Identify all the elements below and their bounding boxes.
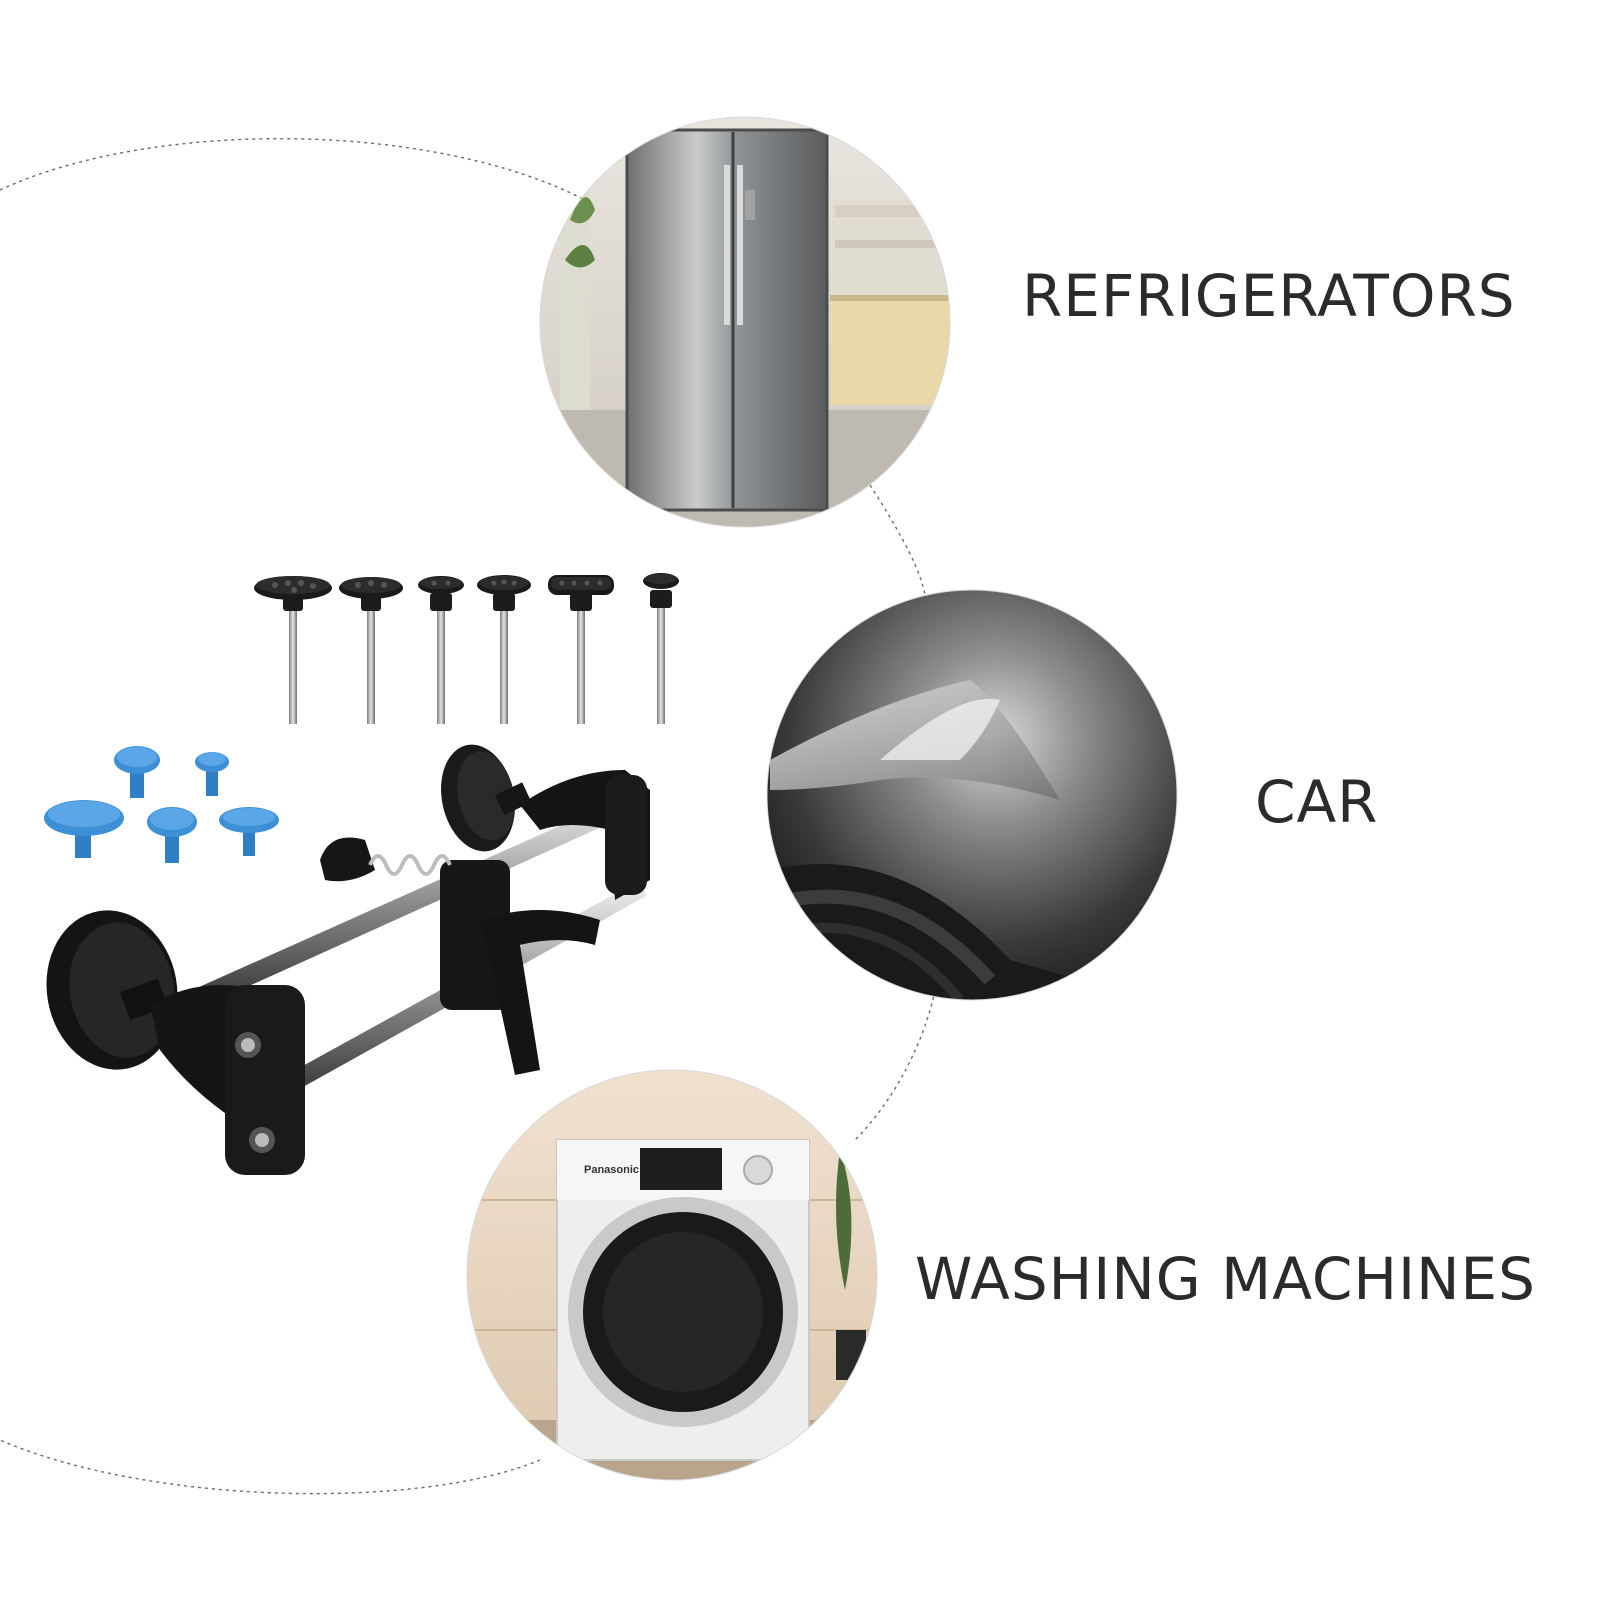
- screw-set: [254, 573, 679, 724]
- washer-circle-border: [466, 1069, 878, 1481]
- glue-tab-2: [195, 752, 229, 796]
- refrigerator-photo: [540, 117, 950, 527]
- screw-4: [477, 575, 531, 724]
- screw-3: [418, 576, 464, 724]
- glue-tab-1: [114, 746, 160, 798]
- car-dent-photo: [767, 590, 1177, 1000]
- glue-tab-3: [44, 800, 124, 858]
- blue-glue-tabs: [44, 746, 279, 863]
- washer-brand-text: Panasonic: [584, 1164, 639, 1176]
- dotted-arc-lines: [0, 137, 936, 1495]
- label-washing-machines: WASHING MACHINES: [915, 1245, 1536, 1313]
- glue-tab-5: [219, 807, 279, 856]
- label-refrigerators: REFRIGERATORS: [1022, 262, 1516, 330]
- screw-2: [339, 577, 403, 724]
- screw-5: [548, 575, 614, 724]
- car-circle-border: [766, 589, 1178, 1001]
- dent-puller-tool: [46, 744, 650, 1175]
- glue-tab-4: [147, 807, 197, 863]
- screw-1: [254, 576, 332, 724]
- washing-machine-photo: [467, 1070, 877, 1480]
- refrigerator-circle-border: [539, 116, 951, 528]
- label-car: CAR: [1255, 768, 1379, 836]
- screw-6: [643, 573, 679, 724]
